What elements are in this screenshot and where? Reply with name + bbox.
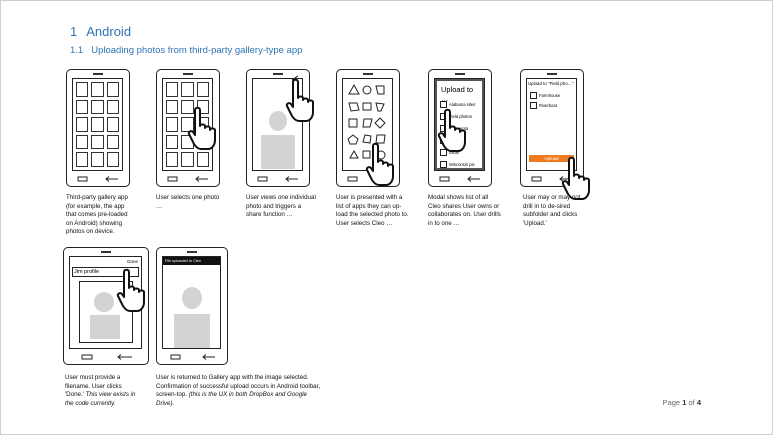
pointing-hand-icon (187, 106, 216, 150)
nav-bar (80, 353, 132, 361)
caption-step-6: User may or may not drill in to de-sired… (523, 194, 581, 227)
share-item[interactable]: Wisconsin pix (440, 161, 475, 168)
phone-share-apps (336, 69, 400, 187)
folder-icon (530, 92, 537, 99)
folder-icon (440, 149, 447, 156)
phone-returned: File uploaded to Cleo (156, 247, 228, 365)
folder-icon (440, 161, 447, 168)
caption-step-1: Third-party gallery app (for example, th… (66, 194, 128, 236)
pointing-hand-icon (561, 156, 590, 200)
upload-header: Upload to "Field pho…" (528, 81, 574, 86)
subfolder-item[interactable]: Riverboat (530, 102, 557, 109)
heading-2-number: 1.1 (70, 45, 84, 56)
photo-preview (79, 281, 133, 343)
phone-cleo-modal: Upload to … Alabama sites Field photos M… (428, 69, 492, 187)
speaker (363, 73, 373, 75)
phone-gallery (66, 69, 130, 187)
caption-step-4: User is presented with a list of apps th… (336, 194, 409, 227)
caption-step-8: User is returned to Gallery app with the… (156, 374, 321, 407)
phone-screen (252, 78, 303, 171)
heading-1-number: 1 (70, 24, 78, 39)
phone-screen: File uploaded to Cleo (162, 256, 221, 349)
photo-grid (76, 82, 119, 167)
folder-icon (440, 101, 447, 108)
share-item[interactable]: folder (440, 149, 459, 156)
filename-input[interactable]: Jim profile (72, 267, 139, 277)
speaker (101, 251, 111, 253)
pointing-hand-icon (437, 108, 466, 152)
person-body (261, 135, 295, 169)
speaker (547, 73, 557, 75)
person-head (182, 287, 202, 309)
phone-filename: Done Jim profile (63, 247, 149, 365)
person-body (90, 315, 120, 339)
upload-button[interactable]: Upload (529, 155, 574, 162)
caption-step-3: User views one individual photo and trig… (246, 194, 316, 219)
folder-icon (530, 102, 537, 109)
nav-bar (256, 175, 300, 183)
phone-screen (72, 78, 123, 171)
done-button[interactable]: Done (127, 259, 138, 264)
pointing-hand-icon (285, 78, 314, 122)
nav-bar (438, 175, 482, 183)
share-item[interactable]: Alabama sites (440, 101, 475, 108)
heading-1-title: Android (86, 24, 132, 39)
modal-title: Upload to … (441, 85, 474, 103)
page-number: Page 1 of 4 (662, 398, 701, 407)
heading-2: 1.1 Uploading photos from third-party gal… (70, 45, 302, 56)
caption-step-7: User must provide a filename. User click… (65, 374, 136, 407)
phone-select-photo (156, 69, 220, 187)
caption-step-2: User selects one photo … (156, 194, 220, 210)
person-head (269, 111, 287, 131)
nav-bar (169, 353, 215, 361)
heading-2-title: Uploading photos from third-party galler… (91, 45, 303, 56)
speaker (93, 73, 103, 75)
speaker (183, 73, 193, 75)
phone-single-photo (246, 69, 314, 187)
person-body (174, 314, 210, 348)
subfolder-item[interactable]: Farmhouse (530, 92, 560, 99)
share-icon (291, 75, 299, 81)
pointing-hand-icon (365, 142, 394, 186)
speaker (187, 251, 197, 253)
nav-bar (76, 175, 120, 183)
pointing-hand-icon (116, 268, 145, 312)
phone-screen: Upload to "Field pho…" Farmhouse Riverbo… (526, 78, 577, 171)
caption-step-5: Modal shows list of all Cleo shares User… (428, 194, 501, 227)
speaker (273, 73, 283, 75)
nav-bar (166, 175, 210, 183)
heading-1: 1 Android (70, 24, 131, 39)
speaker (455, 73, 465, 75)
app-icons-grid (347, 83, 386, 160)
phone-screen: Upload to … Alabama sites Field photos M… (434, 78, 485, 171)
phone-screen (162, 78, 213, 171)
person-head (94, 292, 114, 312)
phone-subfolder-upload: Upload to "Field pho…" Farmhouse Riverbo… (520, 69, 590, 200)
phone-screen (342, 78, 393, 171)
toolbar-toast: File uploaded to Cleo (163, 257, 220, 265)
